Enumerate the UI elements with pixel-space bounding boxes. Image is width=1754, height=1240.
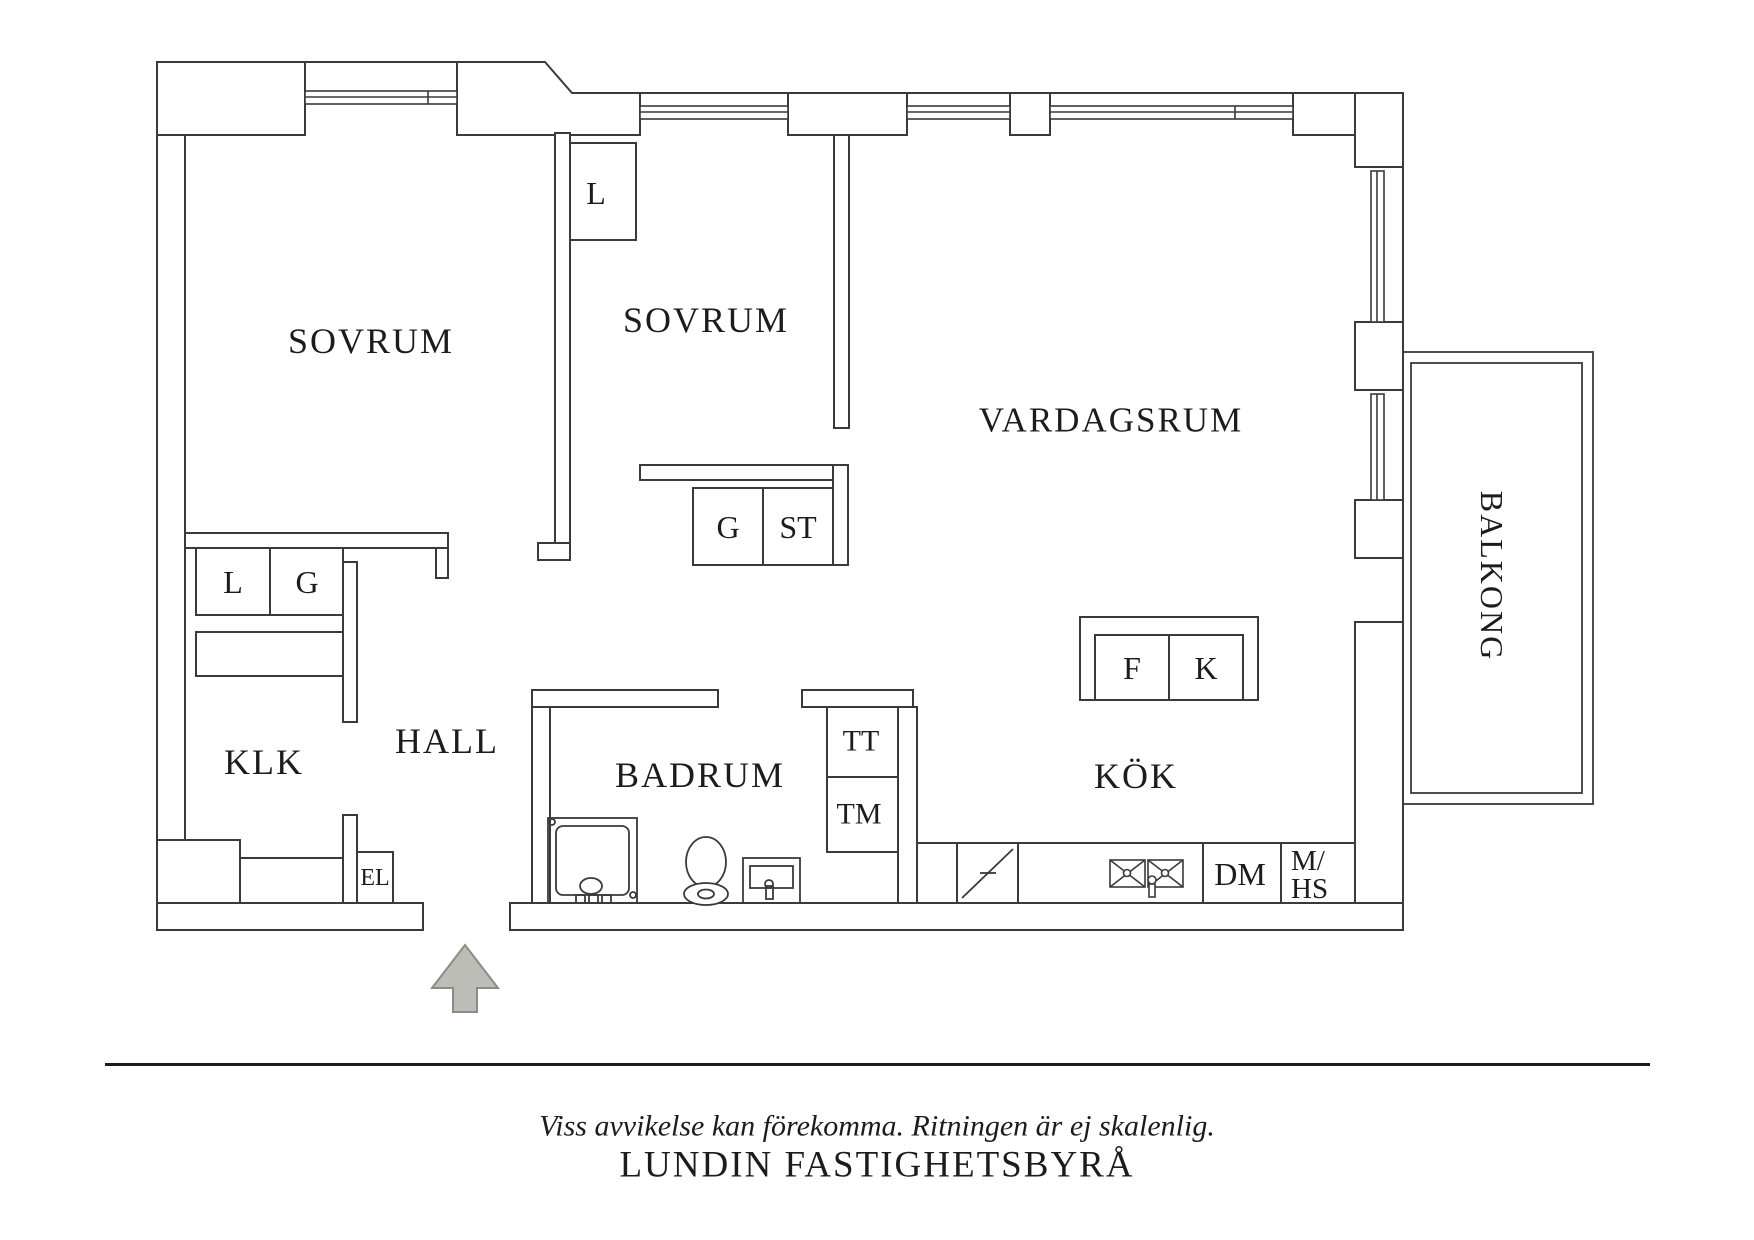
- klk-shelf-top: [195, 631, 344, 677]
- wall-right-seg-3: [1354, 499, 1404, 559]
- window-icon: [1049, 105, 1294, 120]
- appliance-label-mhs-1: M/: [1291, 845, 1326, 877]
- closet-label-g2: G: [716, 509, 739, 545]
- room-label-kok: KÖK: [1094, 756, 1178, 796]
- wall-between-bedrooms: [554, 132, 571, 544]
- room-label-hall: HALL: [395, 721, 499, 761]
- kitchen-counter: [916, 842, 1356, 904]
- wall-closet-east: [832, 464, 849, 566]
- wall-right-seg-4: [1354, 621, 1404, 931]
- room-label-badrum: BADRUM: [615, 755, 785, 795]
- closet-el: [356, 851, 394, 904]
- fridge-freezer-unit: [1079, 616, 1259, 701]
- appliance-label-mhs-2: HS: [1291, 873, 1328, 905]
- room-labels: SOVRUM SOVRUM VARDAGSRUM HALL KLK BADRUM…: [224, 300, 1510, 796]
- window-icon: [639, 105, 789, 120]
- closet-label-tt: TT: [843, 725, 880, 758]
- wall-right-seg-2: [1354, 321, 1404, 391]
- wall-sovrum2-vardagsrum: [833, 134, 850, 429]
- stove-icon: [961, 848, 1014, 899]
- wall-hook: [435, 547, 449, 579]
- appliance-label-f: F: [1123, 650, 1141, 686]
- klk-shelf-bottom: [239, 857, 344, 904]
- footer-disclaimer: Viss avvikelse kan förekomma. Ritningen …: [539, 1110, 1215, 1143]
- balcony-outline: [1402, 351, 1594, 805]
- closet-label-st: ST: [779, 509, 817, 545]
- room-label-vardagsrum: VARDAGSRUM: [979, 401, 1243, 440]
- toilet-icon: [683, 836, 729, 906]
- room-label-sovrum-2: SOVRUM: [623, 300, 789, 340]
- window-icon: [906, 105, 1011, 120]
- wall-klk-el: [342, 814, 358, 904]
- closet-label-l: L: [223, 564, 243, 600]
- code-labels: L L G G ST TT TM EL F K DM M/ HS: [223, 175, 1328, 905]
- closet-tt-tm: [826, 706, 899, 853]
- closet-label-l-sovrum2: L: [586, 175, 606, 211]
- opening-edge-lines: [305, 61, 1404, 622]
- window-icon: [1370, 393, 1385, 501]
- kitchen-sink-icon: [1109, 859, 1184, 898]
- appliance-label-k: K: [1194, 650, 1217, 686]
- wall-bottom-left: [156, 902, 424, 931]
- wall-top-pier-3: [787, 92, 908, 136]
- wall-foot: [537, 542, 571, 561]
- closet-label-g: G: [295, 564, 318, 600]
- closet-label-tm: TM: [837, 798, 882, 831]
- shower-icon: [547, 817, 638, 904]
- wall-sovrum1-south: [184, 532, 449, 549]
- washbasin-icon: [742, 857, 801, 904]
- wall-top-pier-1: [156, 61, 306, 136]
- wall-top-pier-4: [1009, 92, 1051, 136]
- footer-divider: [105, 1063, 1650, 1066]
- wall-sovrum2-south: [639, 464, 834, 481]
- interior-walls: [184, 132, 918, 904]
- wall-badrum-north: [531, 689, 719, 708]
- closets: [195, 142, 899, 904]
- wall-ttm-north: [801, 689, 914, 708]
- room-label-klk: KLK: [224, 742, 304, 782]
- windows: [304, 90, 1385, 501]
- closet-label-el: EL: [360, 865, 389, 891]
- appliance-label-dm: DM: [1214, 856, 1266, 892]
- wall-right-seg-1: [1354, 92, 1404, 168]
- wall-top-pier-2-chamfer: [456, 61, 641, 136]
- wall-klk-hall: [342, 561, 358, 723]
- entrance-arrow-icon: [429, 943, 501, 1013]
- wall-bottom-right: [509, 902, 1404, 931]
- footer-agency: LUNDIN FASTIGHETSBYRÅ: [619, 1145, 1134, 1186]
- window-icon: [1370, 170, 1385, 323]
- wall-kok-west: [897, 706, 918, 904]
- room-label-sovrum-1: SOVRUM: [288, 321, 454, 361]
- exterior-walls: [156, 61, 1404, 931]
- wall-left: [156, 61, 186, 931]
- window-icon: [304, 90, 458, 105]
- room-label-balkong: BALKONG: [1474, 491, 1510, 661]
- closet-l-sovrum2: [569, 142, 637, 241]
